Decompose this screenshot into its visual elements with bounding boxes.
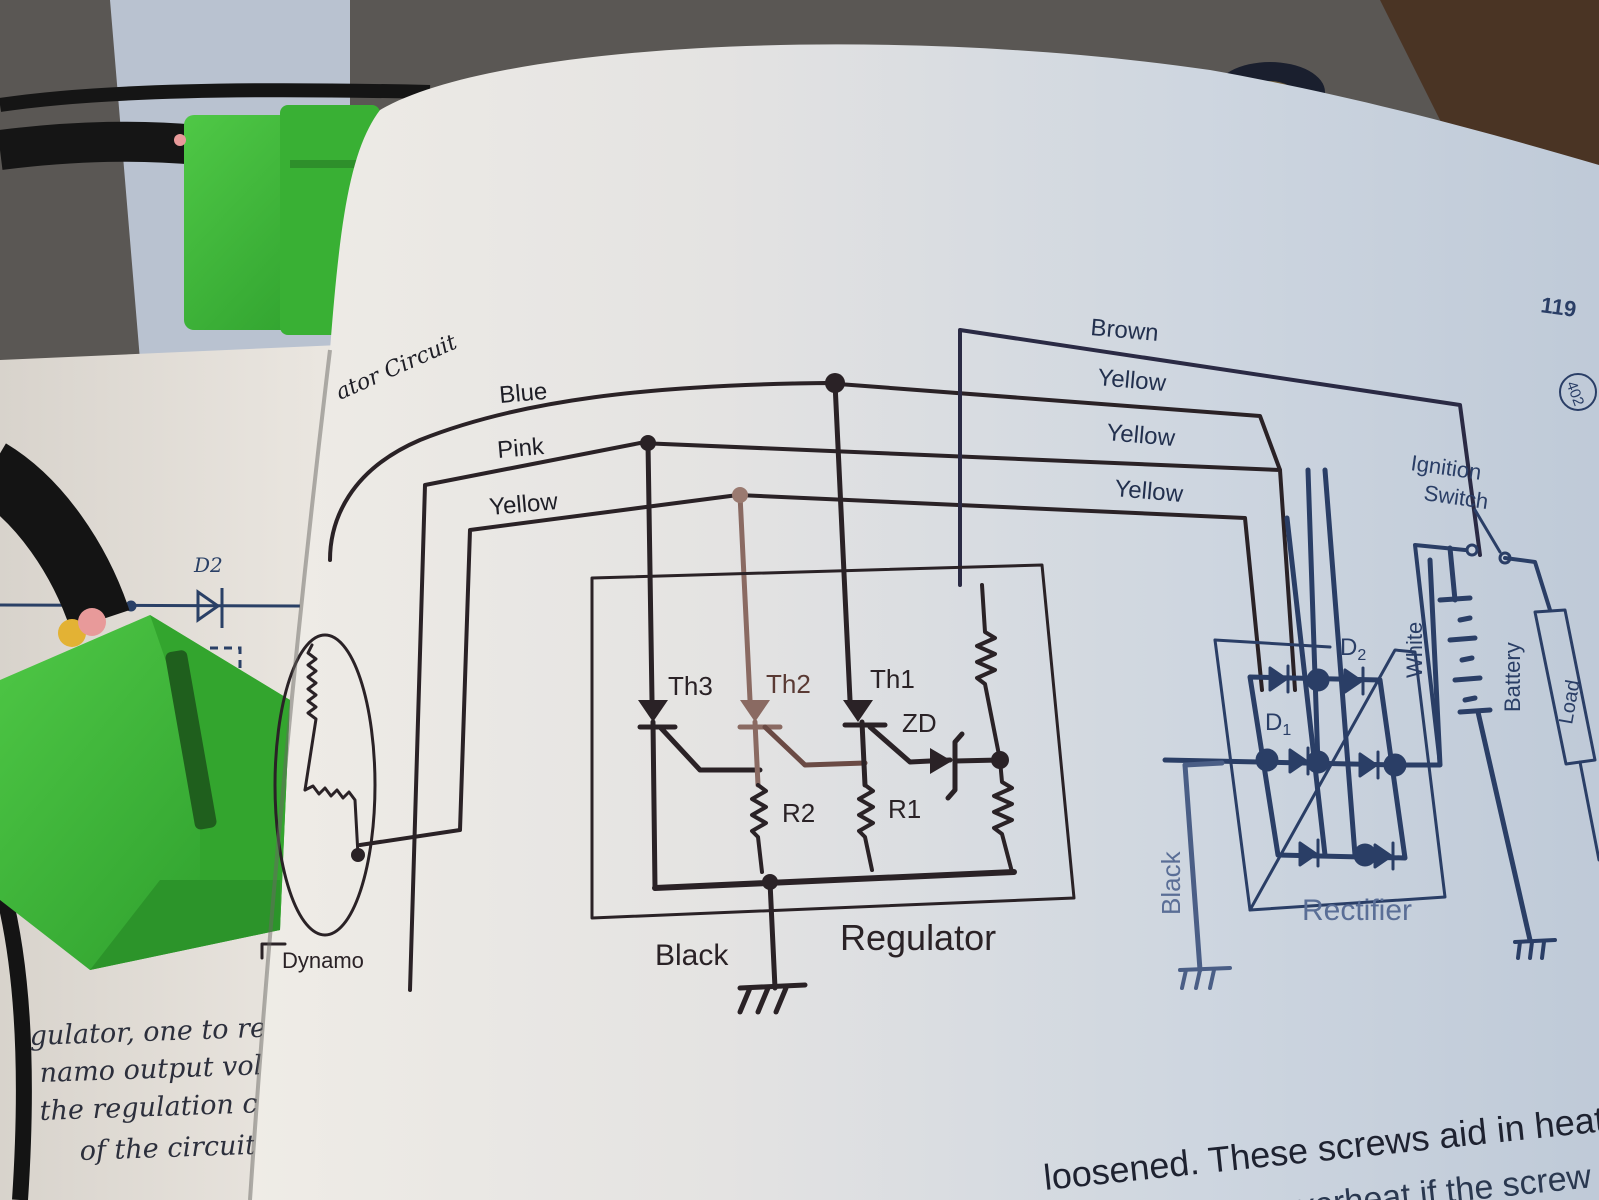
wire-label-yellow-3: Yellow <box>1113 475 1184 508</box>
label-regulator-ground: Black <box>655 939 729 972</box>
wire-label-pink: Pink <box>496 433 546 464</box>
wire-label-blue: Blue <box>498 378 548 409</box>
thyristor-th2 <box>737 700 868 788</box>
left-page-diode-label: D2 <box>193 553 223 577</box>
resistor-divider <box>975 583 1014 874</box>
wire-label-yellow-1: Yellow <box>1096 364 1167 397</box>
circuit-schematic: ator Circuit 119 402 Blue Pink Yellow Br… <box>260 292 1599 1015</box>
page-gutter <box>248 349 332 1200</box>
wire-yellow <box>358 493 1264 847</box>
regulator-ground-bus <box>652 869 1017 891</box>
ignition-switch <box>1465 508 1552 612</box>
wire-brown <box>958 328 1482 587</box>
green-connector-left <box>0 443 290 1200</box>
label-th2: Th2 <box>766 669 811 699</box>
rectifier-bridge <box>1162 467 1443 867</box>
zener-diode <box>930 731 1009 801</box>
label-rectifier-ground: Black <box>1156 850 1186 915</box>
left-page-body-text: gulator, one to regu namo output volt th… <box>29 1012 301 1167</box>
wire-label-yellow-2: Yellow <box>1105 419 1176 452</box>
wire-label-yellow: Yellow <box>488 488 559 521</box>
label-th1: Th1 <box>870 664 915 694</box>
load-box <box>1533 608 1599 862</box>
wire-blue <box>328 381 1282 562</box>
dynamo-circle <box>273 633 377 937</box>
dynamo-winding-2 <box>303 784 360 857</box>
label-regulator: Regulator <box>840 917 996 958</box>
label-dynamo: Dynamo <box>282 948 364 973</box>
label-r1: R1 <box>888 794 921 824</box>
junction-node <box>825 373 845 393</box>
label-rectifier: Rectifier <box>1302 894 1412 927</box>
wire-label-brown: Brown <box>1089 314 1159 347</box>
label-battery: Battery <box>1500 642 1525 712</box>
battery-symbol <box>1437 545 1533 943</box>
label-r2: R2 <box>782 798 815 828</box>
rectifier-diodes <box>1268 664 1395 871</box>
circled-number-badge <box>1559 373 1597 411</box>
label-zd: ZD <box>902 708 937 738</box>
resistor-r2 <box>750 783 768 874</box>
junction-node <box>732 487 748 503</box>
resistor-r1 <box>857 783 875 872</box>
left-text-line: of the circuit <box>79 1130 256 1167</box>
thyristor-th3 <box>637 700 763 891</box>
junction-node <box>640 435 656 451</box>
dynamo-winding-1 <box>303 643 318 792</box>
page-number: 119 <box>1539 292 1578 322</box>
wire-rectifier-black <box>1182 762 1203 973</box>
right-page <box>250 44 1599 1200</box>
ground-symbol-rectifier <box>1178 966 1232 990</box>
rectifier-box <box>1213 638 1447 912</box>
label-white: White <box>1402 622 1427 678</box>
ground-symbol-regulator <box>737 982 808 1015</box>
ground-symbol-battery <box>1513 938 1557 960</box>
label-th3: Th3 <box>668 671 713 701</box>
left-page-diagram <box>0 588 301 670</box>
regulator-box <box>590 563 1076 920</box>
